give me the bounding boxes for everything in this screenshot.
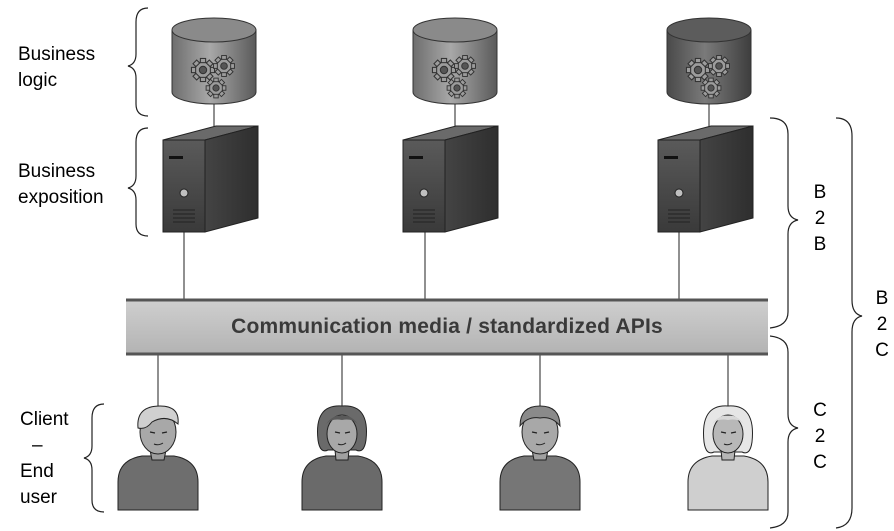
- c2c-char-2: 2: [814, 426, 826, 447]
- communication-bus: [126, 298, 768, 356]
- user-2: [301, 405, 383, 511]
- brace-b2b: [769, 117, 799, 329]
- business-logic-label-line1: Business: [18, 44, 96, 65]
- b2c-char-2: 2: [876, 314, 888, 335]
- end-label: End: [20, 461, 54, 482]
- user-label: user: [20, 487, 57, 508]
- server-2: [402, 125, 499, 233]
- business-logic-db-1: [172, 18, 256, 104]
- b2b-char-2: 2: [814, 208, 826, 229]
- business-exposition-label-line2: exposition: [18, 187, 104, 208]
- c2c-label: C 2 C: [810, 398, 830, 476]
- business-exposition-label: Business exposition: [18, 159, 104, 211]
- brace-business-exposition: [127, 127, 149, 237]
- business-logic-db-2: [413, 18, 497, 104]
- server-3: [657, 125, 754, 233]
- b2c-char-3: C: [875, 340, 889, 361]
- user-1: [117, 405, 199, 511]
- business-logic-db-3: [667, 18, 751, 104]
- communication-bus-label: Communication media / standardized APIs: [231, 315, 663, 338]
- b2b-char-1: B: [813, 182, 827, 203]
- c2c-char-1: C: [813, 400, 827, 421]
- business-logic-label-line2: logic: [18, 70, 58, 91]
- business-logic-label: Business logic: [18, 42, 95, 94]
- brace-c2c: [769, 335, 799, 529]
- c2c-char-3: C: [813, 452, 827, 473]
- b2b-char-3: B: [813, 234, 827, 255]
- dash-label: –: [32, 435, 43, 456]
- user-4: [687, 405, 769, 511]
- client-label: Client: [20, 409, 69, 430]
- server-1: [162, 125, 259, 233]
- brace-business-logic: [127, 7, 149, 117]
- b2b-label: B 2 B: [810, 180, 830, 258]
- b2c-char-1: B: [875, 288, 889, 309]
- b2c-label: B 2 C: [872, 286, 892, 364]
- brace-b2c: [835, 117, 863, 529]
- brace-client-end-user: [83, 403, 105, 513]
- user-3: [499, 405, 581, 511]
- business-exposition-label-line1: Business: [18, 161, 96, 182]
- client-end-user-label: Client – End user: [20, 407, 69, 511]
